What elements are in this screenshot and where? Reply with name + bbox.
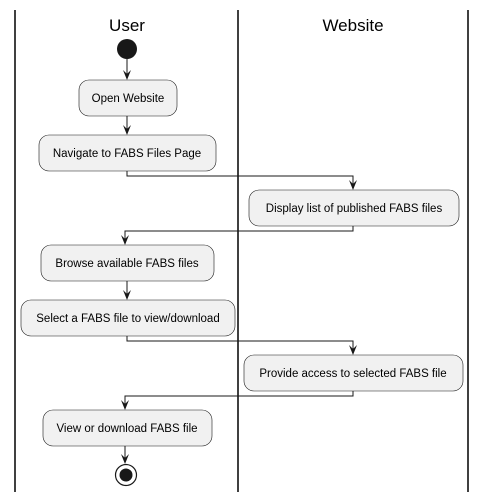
end-node xyxy=(114,463,138,487)
activity-view-download: View or download FABS file xyxy=(42,409,213,447)
activity-label: View or download FABS file xyxy=(56,423,197,435)
activity-provide-access: Provide access to selected FABS file xyxy=(243,354,464,392)
activity-label: Navigate to FABS Files Page xyxy=(53,148,201,160)
activity-browse-files: Browse available FABS files xyxy=(40,244,215,282)
start-node xyxy=(117,39,137,59)
arrowhead xyxy=(121,454,129,464)
edge-provide-view xyxy=(124,391,354,404)
lane-title-user: User xyxy=(109,16,145,35)
edge-display-browse xyxy=(124,226,354,239)
arrowhead xyxy=(349,180,357,190)
activity-display-list: Display list of published FABS files xyxy=(248,189,460,227)
activity-open-website: Open Website xyxy=(78,79,178,117)
arrowhead xyxy=(123,70,131,80)
flow-edges xyxy=(121,59,357,464)
arrowhead xyxy=(123,290,131,300)
activity-select-file: Select a FABS file to view/download xyxy=(20,299,236,337)
edge-select-provide xyxy=(126,336,354,349)
activity-label: Provide access to selected FABS file xyxy=(259,368,446,380)
arrowhead xyxy=(349,345,357,355)
edge-navigate-display xyxy=(126,171,354,184)
activity-navigate-fabs: Navigate to FABS Files Page xyxy=(38,134,217,172)
activity-label: Display list of published FABS files xyxy=(266,203,443,215)
arrowhead xyxy=(123,125,131,135)
activity-label: Open Website xyxy=(92,93,165,105)
arrowhead xyxy=(121,235,129,245)
activity-label: Browse available FABS files xyxy=(55,258,198,270)
arrowhead xyxy=(121,400,129,410)
lane-title-website: Website xyxy=(322,16,383,35)
activity-label: Select a FABS file to view/download xyxy=(36,313,219,325)
